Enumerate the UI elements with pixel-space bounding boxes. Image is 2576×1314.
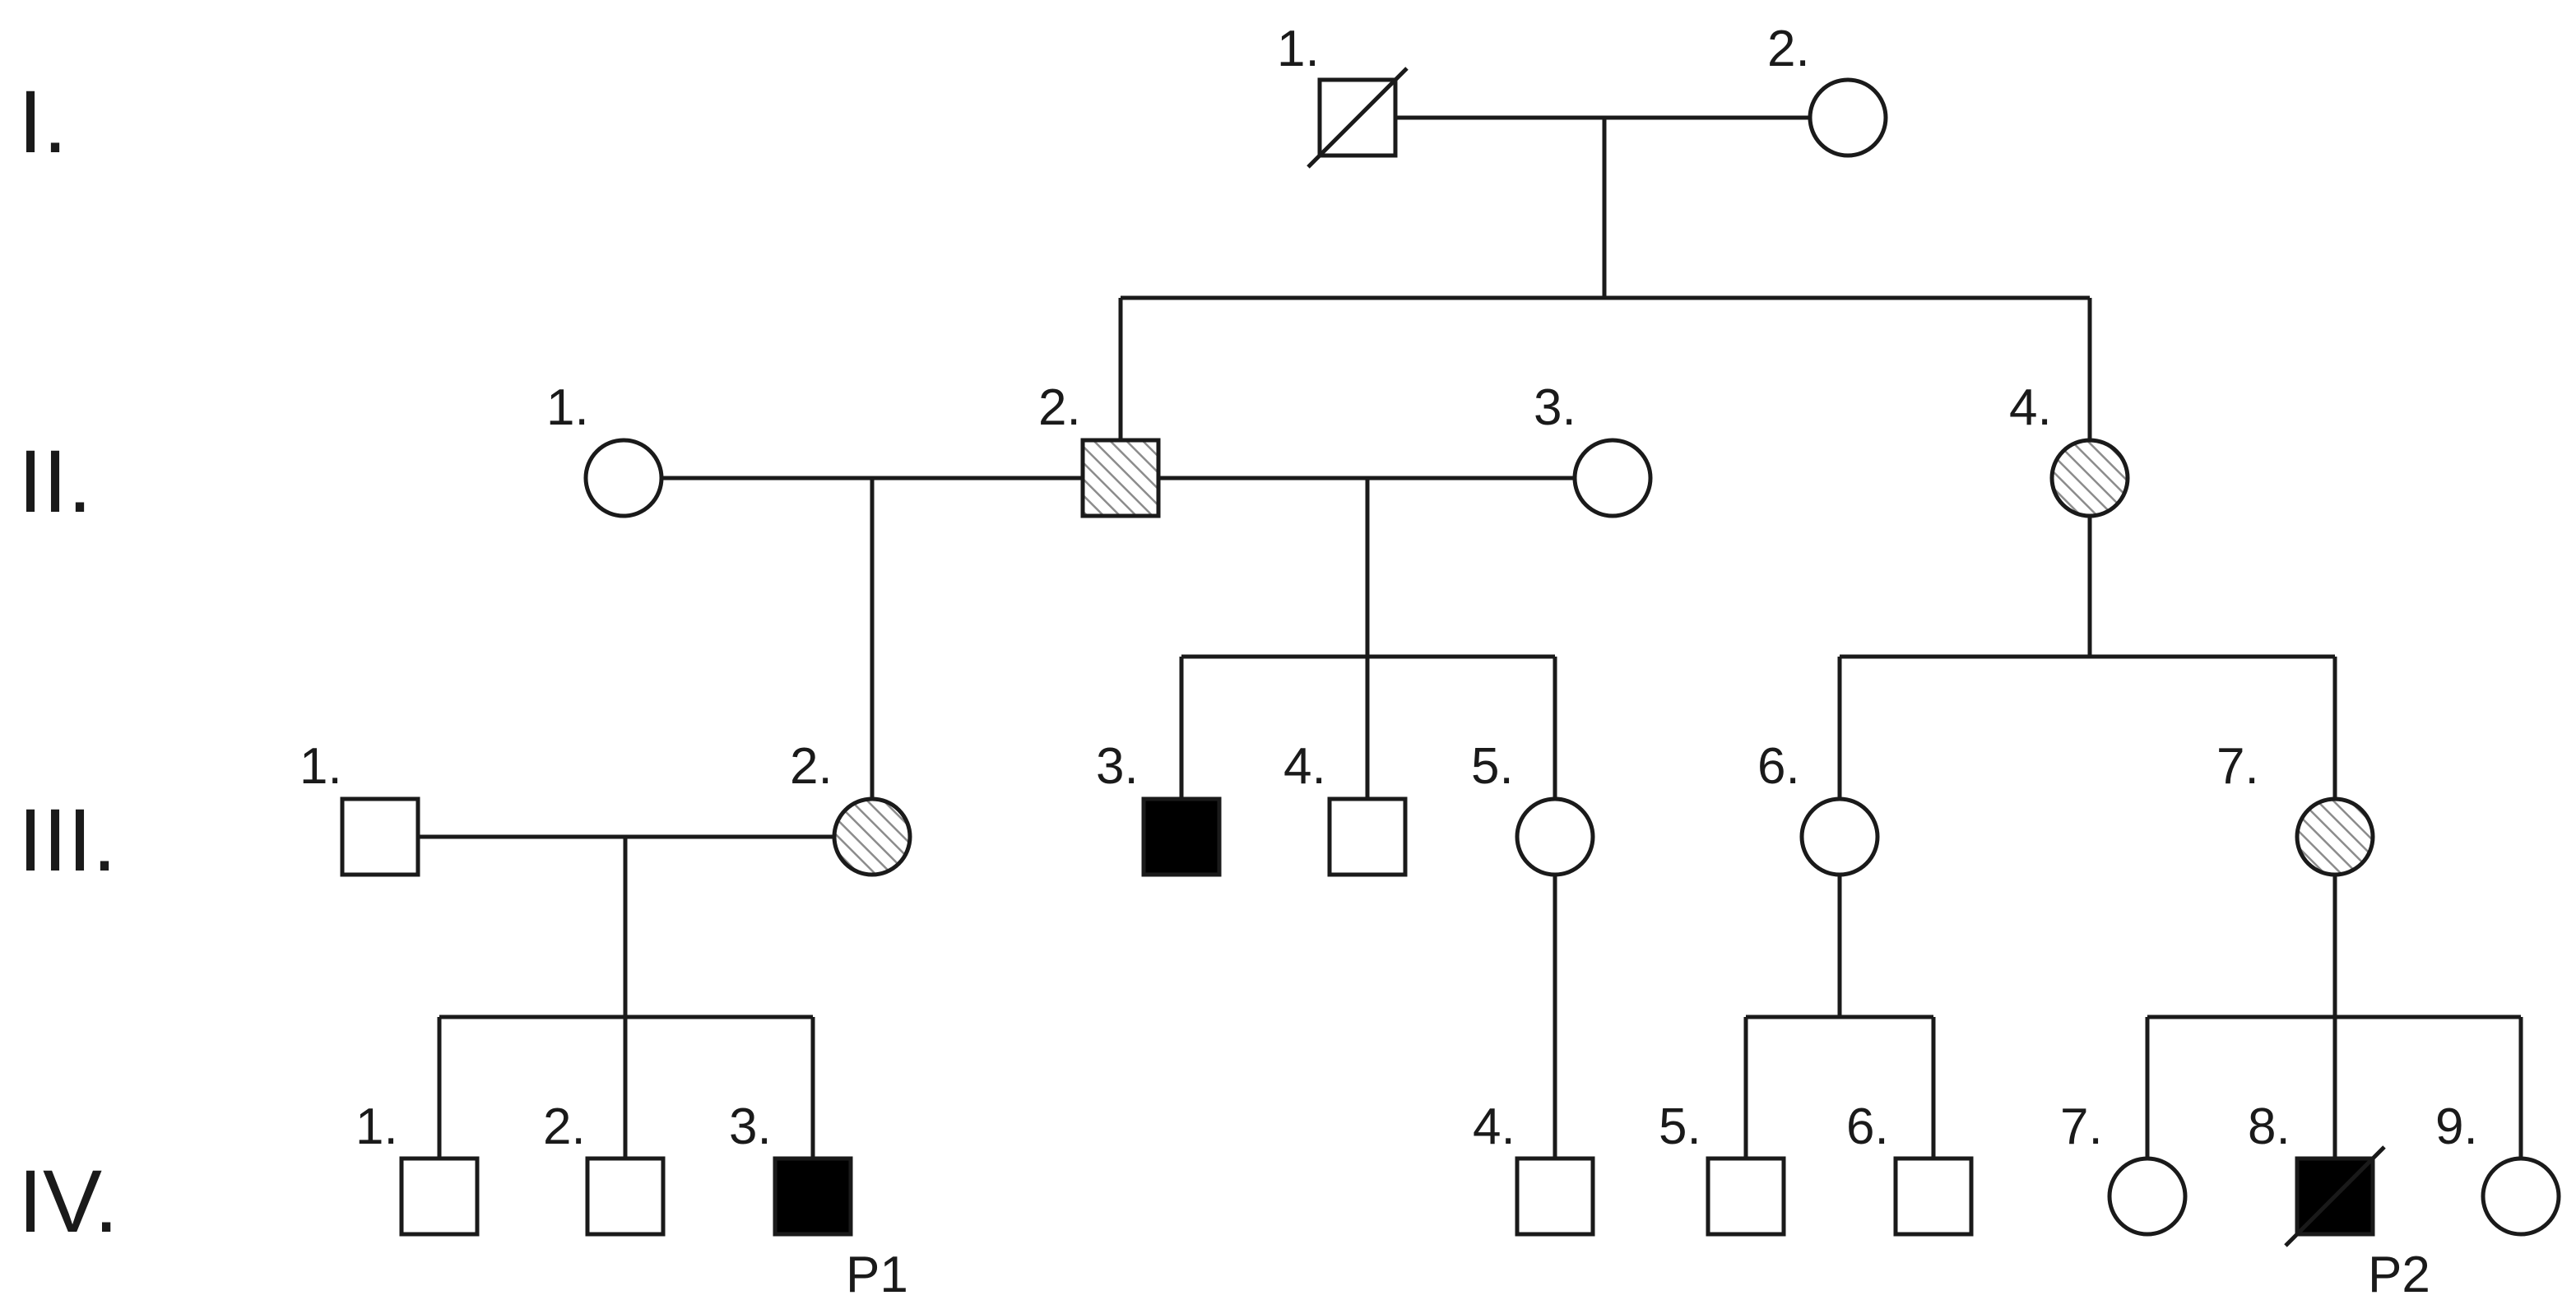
individual-number: 6. (1757, 738, 1800, 795)
individual-iv-7[interactable]: 7. (2060, 1098, 2188, 1237)
proband-label-p2: P2 (2368, 1247, 2430, 1303)
individual-number: 9. (2435, 1098, 2478, 1155)
individual-number: 1. (355, 1098, 398, 1155)
individual-ii-2[interactable]: 2. (1038, 379, 1161, 518)
male-square-symbol (340, 796, 420, 877)
individual-number: 4. (2009, 379, 2052, 436)
individual-iv-6[interactable]: 6. (1846, 1098, 1974, 1237)
female-circle-symbol (1572, 438, 1653, 518)
individual-iv-3[interactable]: 3. P1 (729, 1098, 908, 1303)
individual-i-2[interactable]: 2. (1767, 21, 1888, 158)
female-circle-symbol (1799, 796, 1880, 877)
individual-ii-3[interactable]: 3. (1534, 379, 1653, 518)
female-circle-symbol (1515, 796, 1595, 877)
female-circle-symbol (2481, 1156, 2561, 1237)
male-square-symbol (1893, 1156, 1974, 1237)
female-circle-symbol (1808, 77, 1888, 158)
individual-number: 6. (1846, 1098, 1889, 1155)
individual-number: 5. (1471, 738, 1514, 795)
pedigree-lines (418, 115, 2523, 1158)
female-circle-symbol (832, 796, 912, 877)
individual-iii-7[interactable]: 7. (2216, 738, 2375, 877)
individual-ii-4[interactable]: 4. (2009, 379, 2130, 518)
individual-number: 5. (1659, 1098, 1701, 1155)
individual-iii-4[interactable]: 4. (1283, 738, 1408, 877)
individual-number: 1. (1277, 21, 1320, 77)
individual-iv-5[interactable]: 5. (1659, 1098, 1786, 1237)
male-square-symbol (585, 1156, 666, 1237)
individual-number: 7. (2216, 738, 2259, 795)
individual-iv-9[interactable]: 9. (2435, 1098, 2561, 1237)
individual-number: 3. (1534, 379, 1576, 436)
individual-iii-2[interactable]: 2. (790, 738, 912, 877)
generation-label-iv: IV. (18, 1151, 118, 1251)
individual-i-1[interactable]: 1. (1277, 21, 1409, 169)
individual-iii-3[interactable]: 3. (1096, 738, 1222, 877)
individual-number: 3. (729, 1098, 772, 1155)
male-square-symbol (1080, 438, 1161, 518)
individual-number: 1. (546, 379, 589, 436)
individual-number: 2. (543, 1098, 586, 1155)
male-square-symbol (1141, 796, 1222, 877)
individual-number: 4. (1473, 1098, 1515, 1155)
proband-label-p1: P1 (846, 1247, 908, 1303)
individual-number: 2. (790, 738, 833, 795)
individual-iv-8[interactable]: 8. P2 (2248, 1098, 2430, 1303)
individual-iv-1[interactable]: 1. (355, 1098, 480, 1237)
male-square-symbol (773, 1156, 853, 1237)
individual-number: 3. (1096, 738, 1139, 795)
female-circle-symbol (583, 438, 664, 518)
individual-number: 1. (299, 738, 342, 795)
individual-iv-4[interactable]: 4. (1473, 1098, 1595, 1237)
individual-iii-5[interactable]: 5. (1471, 738, 1595, 877)
individual-number: 2. (1038, 379, 1081, 436)
individual-iv-2[interactable]: 2. (543, 1098, 666, 1237)
male-square-symbol (1515, 1156, 1595, 1237)
deceased-slash (1307, 67, 1409, 169)
female-circle-symbol (2295, 796, 2375, 877)
deceased-slash (2284, 1145, 2386, 1247)
female-circle-symbol (2049, 438, 2130, 518)
female-circle-symbol (2107, 1156, 2188, 1237)
generation-label-iii: III. (18, 790, 117, 889)
individual-number: 8. (2248, 1098, 2291, 1155)
male-square-symbol (399, 1156, 480, 1237)
individual-number: 7. (2060, 1098, 2103, 1155)
individual-number: 2. (1767, 21, 1810, 77)
individual-iii-6[interactable]: 6. (1757, 738, 1880, 877)
individual-iii-1[interactable]: 1. (299, 738, 420, 877)
male-square-symbol (1327, 796, 1408, 877)
generation-label-i: I. (18, 72, 67, 171)
individual-ii-1[interactable]: 1. (546, 379, 664, 518)
individual-number: 4. (1283, 738, 1326, 795)
generation-label-ii: II. (18, 431, 92, 531)
male-square-symbol (1706, 1156, 1786, 1237)
